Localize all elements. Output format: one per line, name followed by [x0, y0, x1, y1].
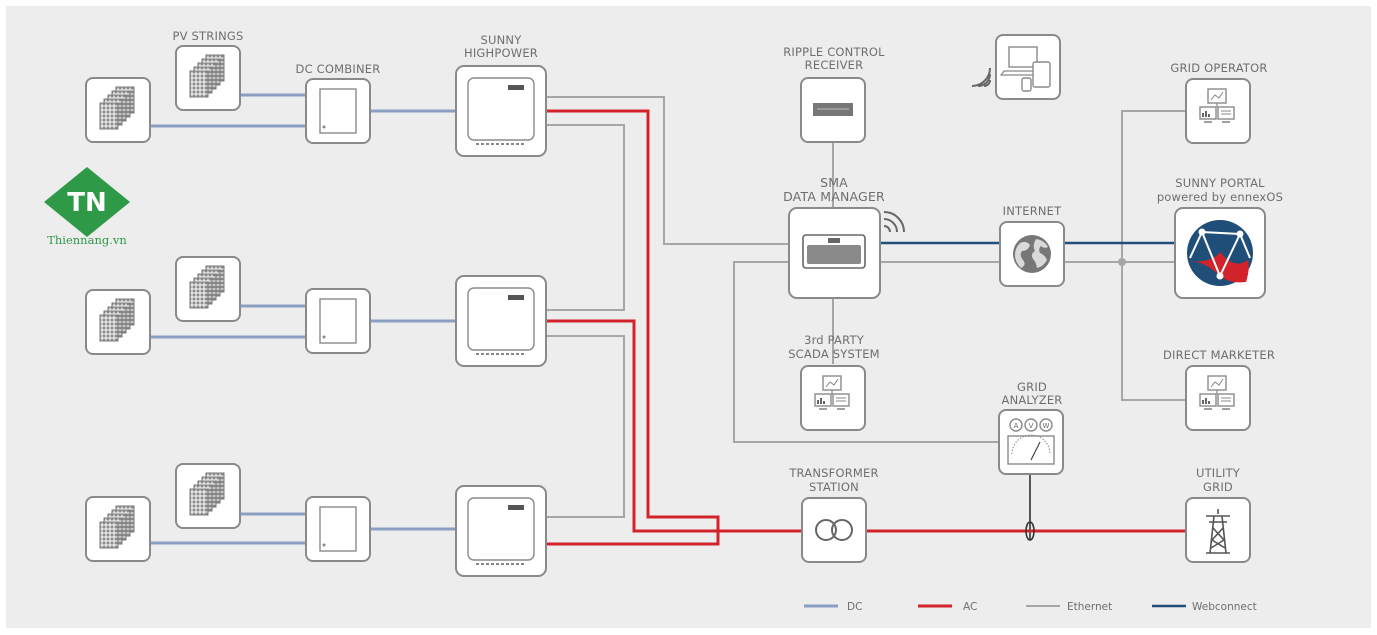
meter-w-text: W — [1043, 422, 1050, 430]
sma-data-manager — [788, 207, 881, 299]
dc-combiner-icon — [305, 78, 371, 144]
sunny-portal-label-line2: powered by ennexOS — [1157, 190, 1283, 204]
legend-ethernet-label: Ethernet — [1067, 601, 1112, 613]
ripple-control-receiver — [800, 77, 866, 143]
scada-system — [800, 365, 866, 431]
data-manager-label-line2: DATA MANAGER — [783, 189, 885, 204]
transformer-station — [801, 497, 867, 563]
internet-globe — [999, 221, 1065, 287]
pv-strings-label: PV STRINGS — [173, 29, 244, 43]
utility-label-line2: GRID — [1203, 480, 1233, 494]
ripple-label-line1: RIPPLE CONTROL — [783, 45, 885, 59]
sunny-portal-label-line1: SUNNY PORTAL — [1175, 176, 1265, 190]
direct-marketer — [1185, 365, 1251, 431]
legend-webconnect-label: Webconnect — [1192, 601, 1257, 613]
legend-dc-label: DC — [847, 601, 862, 613]
grid-analyzer: A V W — [998, 409, 1064, 475]
pv-panel-icon — [175, 463, 241, 529]
pv-panel-icon — [175, 256, 241, 322]
data-manager-wifi-icon — [883, 211, 905, 233]
remote-devices-icon — [995, 34, 1061, 100]
legend: DC AC Ethernet Webconnect — [804, 601, 1257, 613]
ethernet-junction — [1118, 258, 1126, 266]
inverter-icon — [455, 485, 547, 577]
data-manager-label-line1: SMA — [820, 175, 848, 190]
direct-marketer-label: DIRECT MARKETER — [1163, 348, 1275, 362]
current-clamp — [1025, 521, 1035, 541]
grid-analyzer-label-line2: ANALYZER — [1002, 393, 1063, 407]
sunny-highpower-label-line2: HIGHPOWER — [464, 46, 538, 60]
transformer-label-line2: STATION — [809, 480, 859, 494]
pv-panel-icon — [85, 289, 151, 355]
pv-panel-icon — [85, 77, 151, 143]
pv-panel-icon — [85, 496, 151, 562]
logo-mark: TN — [67, 188, 107, 218]
meter-a-text: A — [1014, 422, 1019, 430]
dc-combiner-label: DC COMBINER — [296, 62, 381, 76]
pv-panel-icon — [175, 45, 241, 111]
sunny-portal — [1174, 207, 1266, 299]
scada-label-line2: SCADA SYSTEM — [788, 347, 880, 361]
inverter-icon — [455, 275, 547, 367]
dc-combiner-icon — [305, 288, 371, 354]
scada-label-line1: 3rd PARTY — [804, 333, 865, 347]
grid-operator — [1185, 78, 1251, 144]
dc-combiner-icon — [305, 496, 371, 562]
logo-text: Thiennang.vn — [47, 233, 127, 247]
ethernet-lines — [546, 96, 1186, 540]
inverter-icon — [455, 65, 547, 157]
meter-v-text: V — [1029, 422, 1034, 430]
dc-lines — [150, 93, 456, 545]
thiennang-logo: TN Thiennang.vn — [44, 167, 130, 247]
transformer-label-line1: TRANSFORMER — [788, 466, 878, 480]
grid-analyzer-label-line1: GRID — [1017, 380, 1047, 394]
grid-operator-label: GRID OPERATOR — [1170, 61, 1267, 75]
wifi-icon — [971, 67, 991, 87]
legend-ac-label: AC — [963, 601, 977, 613]
ripple-label-line2: RECEIVER — [805, 58, 864, 72]
internet-label: INTERNET — [1003, 204, 1063, 218]
utility-label-line1: UTILITY — [1196, 466, 1241, 480]
sunny-highpower-label-line1: SUNNY — [481, 33, 523, 47]
utility-grid — [1185, 497, 1251, 563]
